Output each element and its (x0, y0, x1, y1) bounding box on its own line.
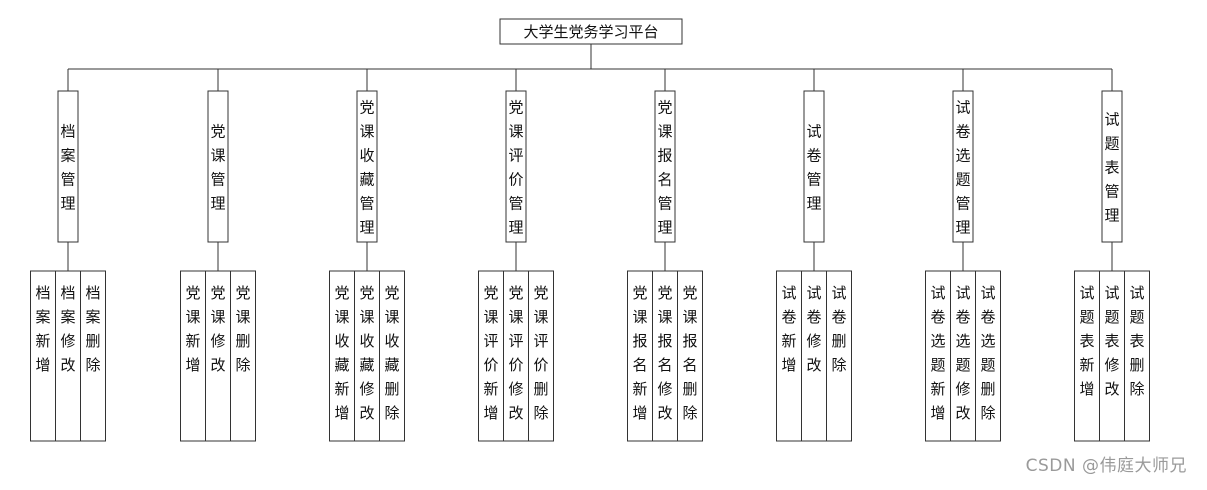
module-node: 党课管理 (207, 90, 229, 243)
function-node: 党课报名修改 (652, 270, 678, 442)
function-node: 试卷修改 (801, 270, 827, 442)
function-node: 试卷选题修改 (950, 270, 976, 442)
module-node: 党课评价管理 (505, 90, 527, 243)
function-label: 党课报名删除 (682, 284, 697, 422)
function-label: 党课评价新增 (483, 284, 498, 422)
function-label: 试题表新增 (1079, 284, 1094, 398)
function-label: 党课评价修改 (508, 284, 523, 422)
function-label: 党课收藏新增 (334, 284, 349, 422)
function-label: 试卷选题修改 (955, 284, 970, 422)
function-label: 试卷修改 (806, 284, 821, 374)
function-node: 党课修改 (205, 270, 231, 442)
function-label: 党课报名新增 (632, 284, 647, 422)
module-label: 党课收藏管理 (359, 99, 374, 237)
function-label: 档案新增 (35, 284, 50, 374)
connector-lines (67, 44, 1113, 271)
function-label: 试卷新增 (781, 284, 796, 374)
function-node: 党课评价新增 (478, 270, 504, 442)
module-node: 试卷选题管理 (952, 90, 974, 243)
function-node: 档案修改 (55, 270, 81, 442)
function-node: 试卷删除 (826, 270, 852, 442)
function-label: 档案修改 (60, 284, 75, 374)
module-label: 档案管理 (60, 123, 75, 213)
module-label: 党课报名管理 (657, 99, 672, 237)
root-node: 大学生党务学习平台 (499, 18, 683, 45)
function-label: 党课删除 (235, 284, 250, 374)
function-node: 党课新增 (180, 270, 206, 442)
module-label: 党课管理 (210, 123, 225, 213)
function-label: 档案删除 (85, 284, 100, 374)
function-node: 试卷新增 (776, 270, 802, 442)
function-node: 试题表删除 (1124, 270, 1150, 442)
function-node: 党课删除 (230, 270, 256, 442)
function-label: 试卷选题删除 (980, 284, 995, 422)
function-label: 党课修改 (210, 284, 225, 374)
module-node: 试题表管理 (1101, 90, 1123, 243)
module-label: 党课评价管理 (508, 99, 523, 237)
function-label: 试题表删除 (1129, 284, 1144, 398)
function-node: 试题表修改 (1099, 270, 1125, 442)
module-label: 试题表管理 (1104, 111, 1119, 225)
function-label: 党课评价删除 (533, 284, 548, 422)
function-label: 党课新增 (185, 284, 200, 374)
function-node: 试题表新增 (1074, 270, 1100, 442)
function-node: 党课收藏新增 (329, 270, 355, 442)
module-node: 党课报名管理 (654, 90, 676, 243)
function-node: 党课收藏修改 (354, 270, 380, 442)
function-node: 档案新增 (30, 270, 56, 442)
function-node: 党课评价修改 (503, 270, 529, 442)
module-node: 党课收藏管理 (356, 90, 378, 243)
function-label: 党课收藏修改 (359, 284, 374, 422)
function-node: 党课报名新增 (627, 270, 653, 442)
module-nodes: 档案管理 党课管理 党课收藏管理 党课评价管理 党课报名管理 试卷管理 试卷选题管理 试题表管… (57, 90, 1123, 243)
watermark: CSDN @伟庭大师兄 (1025, 456, 1187, 476)
function-label: 试卷删除 (831, 284, 846, 374)
module-node: 试卷管理 (803, 90, 825, 243)
function-node: 党课收藏删除 (379, 270, 405, 442)
function-node: 档案删除 (80, 270, 106, 442)
module-label: 试卷选题管理 (955, 99, 970, 237)
root-label: 大学生党务学习平台 (523, 23, 658, 41)
function-label: 党课收藏删除 (384, 284, 399, 422)
function-node: 试卷选题新增 (925, 270, 951, 442)
function-node: 党课评价删除 (528, 270, 554, 442)
module-node: 档案管理 (57, 90, 79, 243)
function-label: 党课报名修改 (657, 284, 672, 422)
function-label: 试卷选题新增 (930, 284, 945, 422)
module-label: 试卷管理 (806, 123, 821, 213)
function-node: 党课报名删除 (677, 270, 703, 442)
function-label: 试题表修改 (1104, 284, 1119, 398)
function-nodes: 档案新增档案修改档案删除党课新增党课修改党课删除党课收藏新增党课收藏修改党课收藏… (30, 270, 1150, 442)
function-node: 试卷选题删除 (975, 270, 1001, 442)
